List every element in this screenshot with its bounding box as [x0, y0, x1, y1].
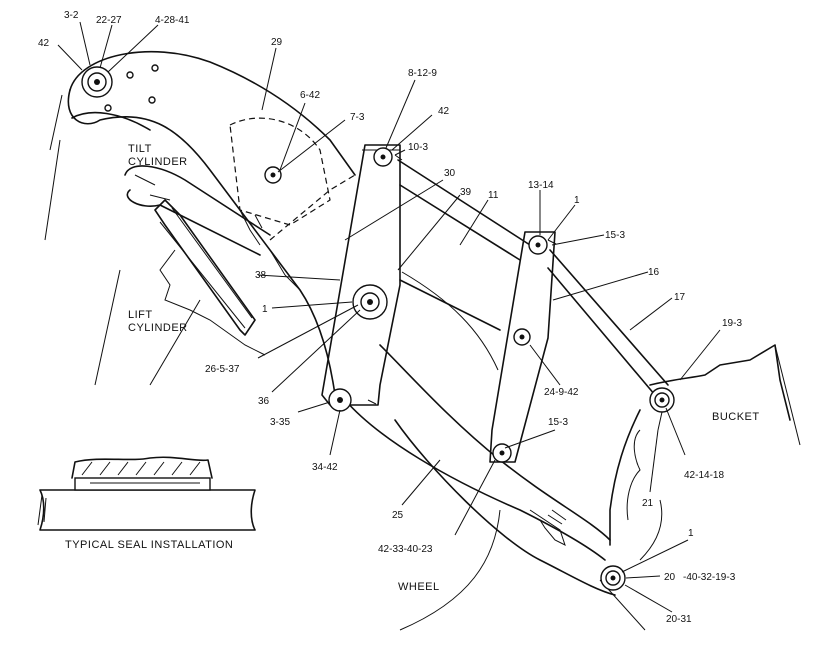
callout: 42-14-18	[684, 470, 724, 481]
pin-lever-top	[373, 147, 393, 167]
pin-bucket	[649, 387, 675, 413]
callout: 10-3	[408, 142, 428, 153]
callout: 38	[255, 270, 267, 281]
callout-labels: 3-2 22-27 4-28-41 42 29 6-42 7-3 8-12-9 …	[38, 10, 742, 625]
callout: 34-42	[312, 462, 338, 473]
lower-frame	[344, 344, 663, 631]
guide-link	[489, 231, 556, 463]
tilt-cylinder	[124, 165, 271, 256]
pin-tilt-rod	[264, 166, 282, 184]
callout: 8-12-9	[408, 68, 437, 79]
callout: 6-42	[300, 90, 320, 101]
callout: 1	[574, 195, 580, 206]
callout: 7-3	[350, 112, 365, 123]
callout: 1	[688, 528, 694, 539]
callout: 30	[444, 168, 456, 179]
typical-seal-label: TYPICAL SEAL INSTALLATION	[65, 539, 233, 551]
bucket	[609, 344, 801, 546]
lift-cylinder	[94, 199, 266, 386]
pivot-lever	[321, 144, 401, 406]
callout: 42-33-40-23	[378, 544, 433, 555]
callout: 1	[262, 304, 268, 315]
links	[397, 159, 669, 396]
callout: 13-14	[528, 180, 554, 191]
callout: 36	[258, 396, 270, 407]
callout: 20-31	[666, 614, 692, 625]
callout: 42	[38, 38, 50, 49]
callout: 19-3	[722, 318, 742, 329]
callout: 15-3	[605, 230, 625, 241]
callout: 20	[664, 572, 676, 583]
callout: 21	[642, 498, 654, 509]
pin-lever-bottom	[328, 388, 352, 412]
callout: 17	[674, 292, 686, 303]
callout: 29	[271, 37, 283, 48]
callout: 22-27	[96, 15, 122, 26]
pin-guide-top	[528, 235, 548, 255]
callout: 4-28-41	[155, 15, 190, 26]
callout: 24-9-42	[544, 387, 579, 398]
pin-frame	[600, 565, 626, 591]
wheel-label: WHEEL	[398, 581, 440, 593]
pins	[81, 64, 675, 591]
pin-guide-bottom	[492, 443, 512, 463]
callout: 25	[392, 510, 404, 521]
callout: 39	[460, 187, 472, 198]
bucket-label: BUCKET	[712, 411, 760, 423]
callout: 16	[648, 267, 660, 278]
callout: 3-35	[270, 417, 290, 428]
callout: -40-32-19-3	[683, 572, 736, 583]
callout: 3-2	[64, 10, 79, 21]
callout: 42	[438, 106, 450, 117]
callout: 26-5-37	[205, 364, 240, 375]
typical-seal-installation-inset	[37, 456, 256, 531]
pin-top-left	[81, 66, 113, 98]
pin-guide-mid	[513, 328, 531, 346]
pin-lever-center	[352, 284, 388, 320]
leader-lines	[57, 21, 721, 613]
callout: 11	[488, 190, 499, 201]
lift-arm	[44, 51, 356, 396]
callout: 15-3	[548, 417, 568, 428]
